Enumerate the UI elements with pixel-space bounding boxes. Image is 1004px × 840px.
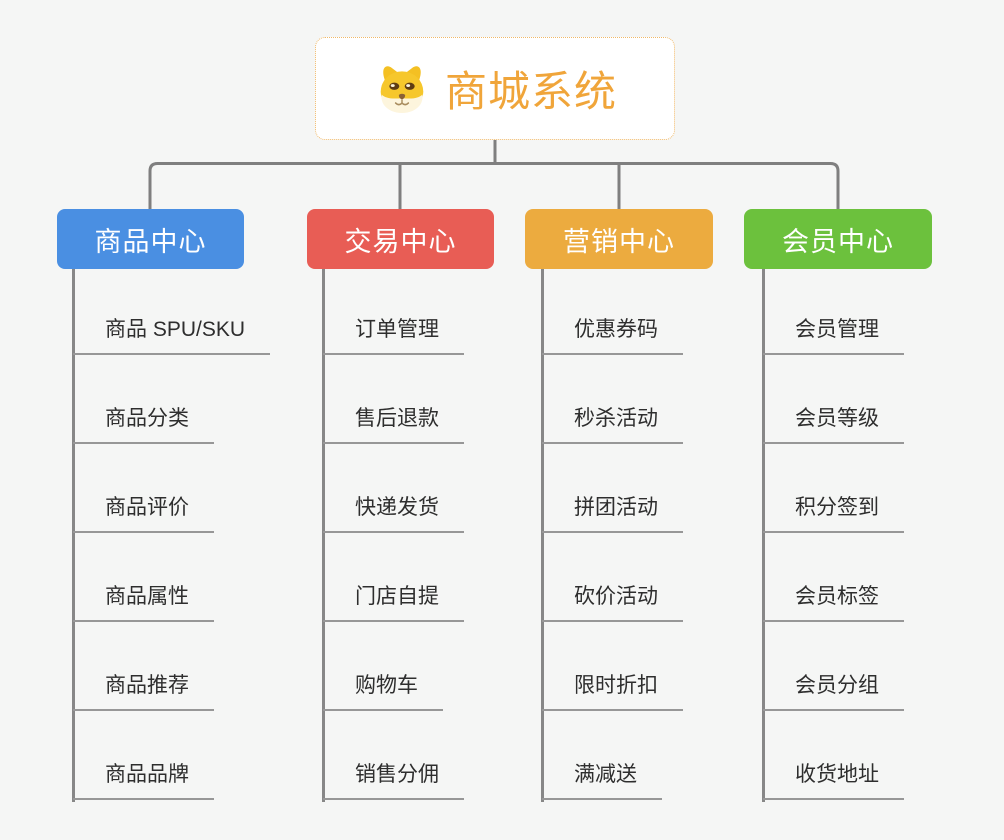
leaf-node[interactable]: 满减送 [542,760,662,800]
leaf-node[interactable]: 快递发货 [323,493,464,533]
leaf-node[interactable]: 拼团活动 [542,493,683,533]
leaf-node[interactable]: 商品评价 [73,493,214,533]
leaf-node[interactable]: 限时折扣 [542,671,683,711]
leaf-node[interactable]: 优惠券码 [542,315,683,355]
branch-bus-line [148,162,840,209]
leaf-node[interactable]: 销售分佣 [323,760,464,800]
leaf-node[interactable]: 收货地址 [763,760,904,800]
leaf-node[interactable]: 商品属性 [73,582,214,622]
leaf-node[interactable]: 门店自提 [323,582,464,622]
root-title: 商城系统 [444,68,617,115]
leaf-node[interactable]: 商品 SPU/SKU [73,315,271,355]
leaf-node[interactable]: 砍价活动 [542,582,683,622]
leaf-node[interactable]: 购物车 [323,671,443,711]
branch-node-trade[interactable]: 交易中心 [307,209,494,269]
leaf-node[interactable]: 秒杀活动 [542,404,683,444]
branch-trunk-line [541,269,544,802]
branch-trunk-line [762,269,765,802]
leaf-node[interactable]: 积分签到 [763,493,904,533]
leaf-node[interactable]: 商品分类 [73,404,214,444]
leaf-node[interactable]: 会员分组 [763,671,904,711]
leaf-node[interactable]: 会员管理 [763,315,904,355]
branch-node-member[interactable]: 会员中心 [744,209,932,269]
branch-trunk-line [72,269,75,802]
leaf-node[interactable]: 商品推荐 [73,671,214,711]
leaf-node[interactable]: 会员等级 [763,404,904,444]
branch-node-product[interactable]: 商品中心 [57,209,244,269]
branch-trunk-line [322,269,325,802]
dog-icon [373,61,431,117]
root-node[interactable]: 商城系统 [315,37,675,140]
leaf-node[interactable]: 会员标签 [763,582,904,622]
branch-node-marketing[interactable]: 营销中心 [525,209,713,269]
leaf-node[interactable]: 商品品牌 [73,760,214,800]
leaf-node[interactable]: 订单管理 [323,315,464,355]
leaf-node[interactable]: 售后退款 [323,404,464,444]
